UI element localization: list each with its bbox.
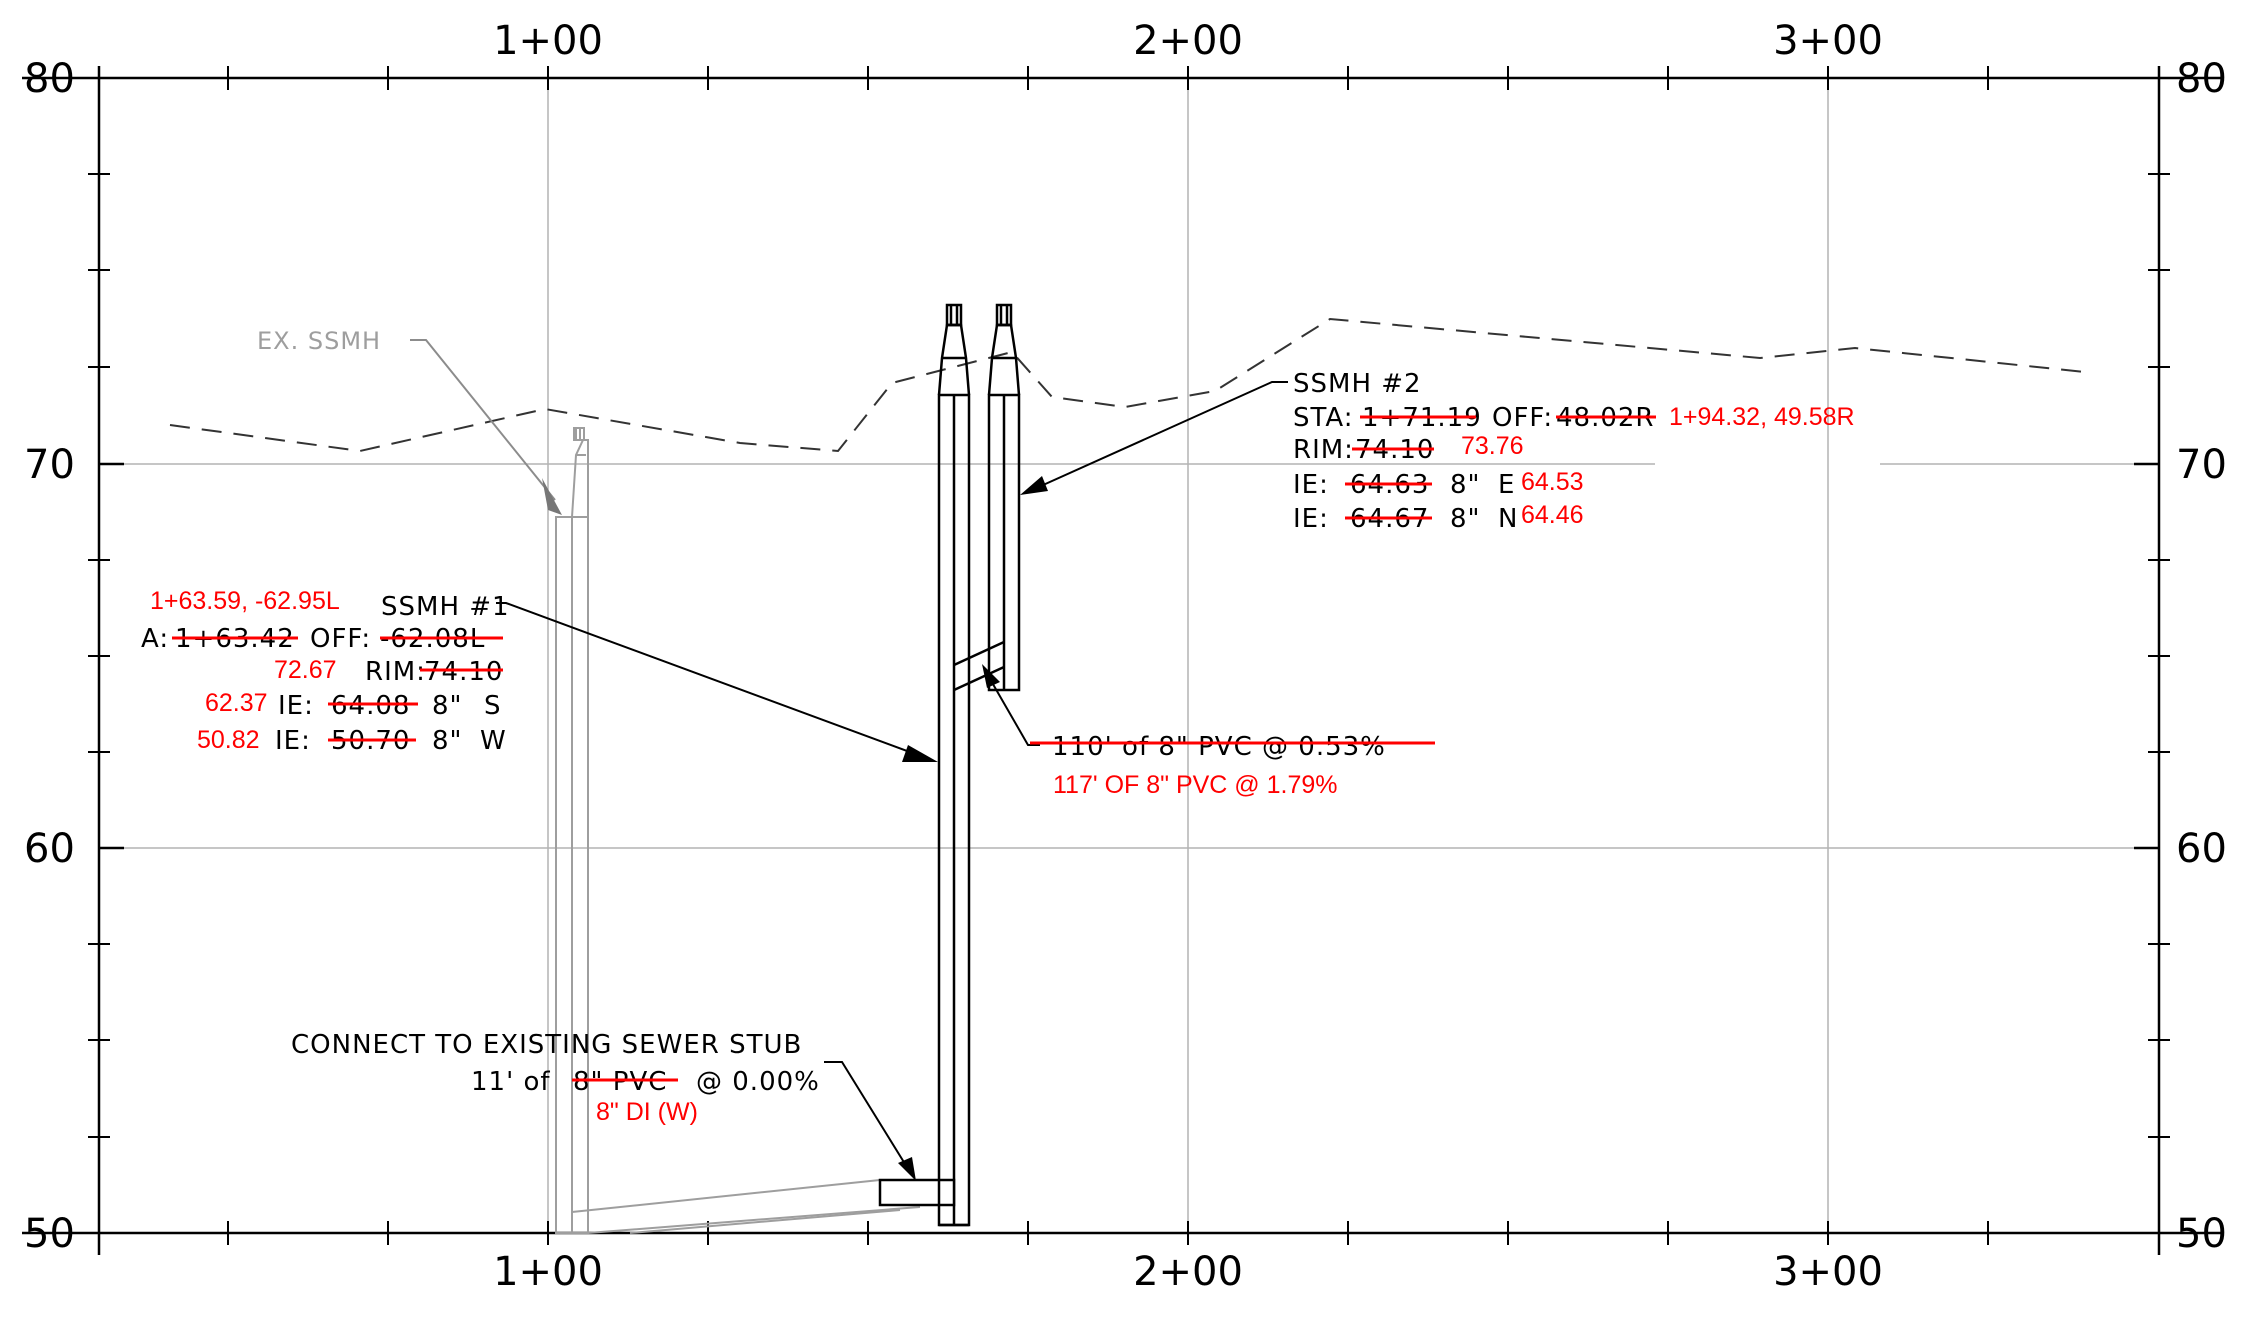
ssmh-2-ie1-label: IE: xyxy=(1293,470,1329,500)
profile-frame xyxy=(22,66,2222,1255)
ssmh-1-new-sta-off: 1+63.59, -62.95L xyxy=(150,587,340,615)
ssmh-2-ie1-new: 64.53 xyxy=(1521,468,1584,496)
ssmh-2-ie2-label: IE: xyxy=(1293,504,1329,534)
ssmh-2-ie2-new: 64.46 xyxy=(1521,501,1584,529)
left-elevation-label: 50 xyxy=(24,1211,75,1257)
ssmh-1-name: SSMH #1 xyxy=(381,592,510,622)
ssmh-1-sta-prefix: A: xyxy=(141,624,169,654)
left-elevation-label: 70 xyxy=(24,442,75,488)
bottom-station-label: 3+00 xyxy=(1773,1249,1883,1295)
sewer-stub-box xyxy=(878,1178,956,1207)
bottom-station-label: 1+00 xyxy=(493,1249,603,1295)
ssmh-2-new-sta-off: 1+94.32, 49.58R xyxy=(1669,403,1855,431)
top-station-label: 3+00 xyxy=(1773,18,1883,64)
ssmh-2-structure xyxy=(987,303,1021,692)
ssmh-2-ie1-pipe: 8" xyxy=(1450,470,1481,500)
ssmh-2-rim-label: RIM: xyxy=(1293,435,1354,465)
ssmh-1-off-label: OFF: xyxy=(310,624,371,654)
ssmh-2-ie2-pipe: 8" xyxy=(1450,504,1481,534)
existing-manhole xyxy=(555,427,921,1234)
ssmh-1-new-rim: 72.67 xyxy=(274,656,337,684)
ssmh-1-structure xyxy=(937,303,971,1227)
connect-note-old: 8" PVC xyxy=(573,1067,667,1097)
connect-note-prefix: 11' of xyxy=(471,1067,551,1097)
pipe-note-old: 110' of 8" PVC @ 0.53% xyxy=(1052,732,1386,762)
pvc-pipe-segment xyxy=(953,640,1005,692)
ssmh-2-name: SSMH #2 xyxy=(1293,369,1422,399)
left-elevation-label: 60 xyxy=(24,826,75,872)
right-elevation-label: 50 xyxy=(2176,1211,2227,1257)
ssmh-2-ie2-dir: N xyxy=(1498,504,1518,534)
ssmh-1-ie1-old: 64.08 xyxy=(331,691,410,721)
ssmh-1-ie1-pipe: 8" xyxy=(432,691,463,721)
pipe-note-new: 117' OF 8" PVC @ 1.79% xyxy=(1053,771,1338,799)
ssmh-2-leader xyxy=(1020,381,1288,495)
grid-lines xyxy=(124,78,2150,1233)
connect-note: CONNECT TO EXISTING SEWER STUB 11' of 8"… xyxy=(291,1030,820,1126)
top-station-label: 1+00 xyxy=(493,18,603,64)
ssmh-1-ie2-pipe: 8" xyxy=(432,726,463,756)
ssmh-2-notes: SSMH #2 STA: 1+71.19 OFF: 48.02R 1+94.32… xyxy=(1293,369,1855,534)
ssmh-2-ie1-dir: E xyxy=(1498,470,1515,500)
axis-labels: 1+00 2+00 3+00 1+00 2+00 3+00 80 70 60 5… xyxy=(24,18,2227,1295)
ssmh-1-old-rim: 74.10 xyxy=(424,657,503,687)
existing-ssmh-leader xyxy=(410,339,562,515)
ssmh-1-ie2-label: IE: xyxy=(275,726,311,756)
right-elevation-label: 70 xyxy=(2176,442,2227,488)
bottom-station-label: 2+00 xyxy=(1133,1249,1243,1295)
ssmh-1-ie2-dir: W xyxy=(480,726,507,756)
ssmh-1-ie1-new: 62.37 xyxy=(205,689,268,717)
connect-note-suffix: @ 0.00% xyxy=(696,1067,820,1097)
existing-ground-line xyxy=(169,317,2086,453)
right-elevation-label: 60 xyxy=(2176,826,2227,872)
connect-note-new: 8" DI (W) xyxy=(596,1098,698,1126)
existing-ssmh-label: EX. SSMH xyxy=(257,327,381,355)
stub-note-leader xyxy=(824,1061,916,1181)
ssmh-2-off-label: OFF: xyxy=(1492,403,1553,433)
pipe-note: 110' of 8" PVC @ 0.53% 117' OF 8" PVC @ … xyxy=(1030,732,1435,799)
ssmh-2-new-rim: 73.76 xyxy=(1461,432,1524,460)
connect-note-line1: CONNECT TO EXISTING SEWER STUB xyxy=(291,1030,802,1060)
right-elevation-label: 80 xyxy=(2176,56,2227,102)
top-station-label: 2+00 xyxy=(1133,18,1243,64)
pipe-note-leader xyxy=(982,664,1040,746)
ssmh-1-notes: 1+63.59, -62.95L SSMH #1 A: 1+63.42 OFF:… xyxy=(141,587,510,756)
frame-ticks xyxy=(88,66,2170,1245)
ssmh-2-sta-label: STA: xyxy=(1293,403,1353,433)
ssmh-1-rim-label: RIM: xyxy=(365,657,426,687)
ssmh-1-ie1-dir: S xyxy=(484,691,502,721)
ssmh-1-ie1-label: IE: xyxy=(278,691,314,721)
left-elevation-label: 80 xyxy=(24,56,75,102)
ssmh-1-ie2-new: 50.82 xyxy=(197,726,260,754)
ssmh-1-leader xyxy=(496,602,938,762)
